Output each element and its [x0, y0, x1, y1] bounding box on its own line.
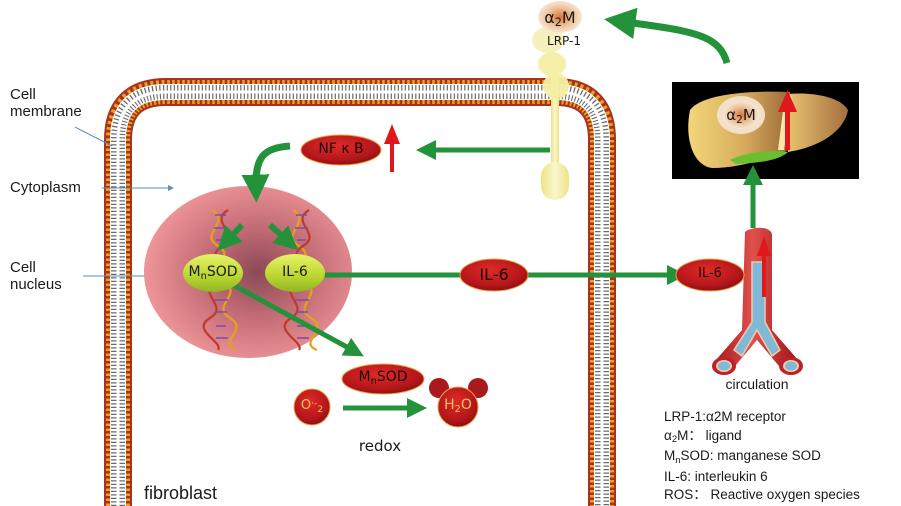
lrp1-label: LRP-1 — [547, 34, 581, 48]
circulation-label: circulation — [725, 376, 789, 392]
lrp1-receptor — [532, 27, 569, 200]
arrow-to-mnsod-gene — [217, 222, 245, 251]
il6-circulation-pill — [675, 258, 745, 292]
membrane-pointer — [74, 126, 113, 147]
cell-membrane-label: Cell membrane — [10, 86, 82, 121]
legend-item-lrp1: LRP-1:α2M receptor — [664, 409, 786, 424]
mnsod-gene-label: MnSOD — [188, 264, 238, 282]
il6-circulation-label: IL-6 — [698, 266, 722, 281]
water-label: H2O — [444, 397, 472, 415]
blood-vessel — [712, 227, 803, 375]
a2m-liver-label: α2M — [726, 106, 756, 127]
cell-membrane-label-line1: Cell — [10, 86, 36, 103]
il6-secreted-pill — [459, 258, 529, 292]
cell-nucleus — [144, 186, 352, 358]
cell-nucleus-label-line2: nucleus — [10, 276, 62, 294]
il6-secreted-label: IL-6 — [479, 265, 509, 284]
il6-gene-pill — [265, 254, 325, 292]
il6-gene-label: IL-6 — [282, 264, 308, 280]
legend-item-ros: ROS： Reactive oxygen species — [664, 487, 860, 502]
nfkb-label: NF κ B — [318, 141, 364, 157]
liver-image — [672, 82, 859, 179]
fibroblast-label: fibroblast — [144, 483, 218, 503]
cytoplasm-label: Cytoplasm — [10, 179, 81, 196]
superoxide-label: O·-2 — [300, 398, 324, 415]
abbreviation-legend: LRP-1:α2M receptor α2M： ligand MnSOD: ma… — [664, 408, 860, 505]
arrow-mnsod-gene-to-enzyme — [224, 278, 364, 357]
cell-nucleus-label-line1: Cell — [10, 259, 36, 276]
arrow-nfkb-to-nucleus — [241, 142, 291, 203]
label-pointers — [74, 126, 174, 279]
nfkb-pill — [300, 134, 382, 166]
a2m-receptor-bound-label: α2M — [544, 8, 576, 30]
superoxide-pill — [293, 388, 331, 426]
cell-membrane — [104, 78, 616, 506]
cell-membrane-label-line2: membrane — [10, 103, 82, 121]
redox-label: redox — [358, 437, 402, 455]
il6-circulation-increase-arrow — [757, 236, 771, 297]
arrow-liver-to-a2m — [604, 7, 731, 65]
cell-nucleus-label: Cell nucleus — [10, 259, 62, 294]
arrow-to-il6-gene — [267, 222, 299, 251]
mnsod-gene-pill — [183, 254, 243, 292]
nfkb-increase-arrow — [384, 124, 400, 172]
a2m-liver-increase-arrow — [778, 90, 797, 150]
a2m-ligand-bubble — [538, 1, 582, 33]
increase-arrows — [384, 90, 797, 297]
mnsod-enzyme-pill — [341, 363, 425, 395]
legend-item-il6: IL-6: interleukin 6 — [664, 468, 768, 484]
legend-item-mnsod: MnSOD: manganese SOD — [664, 448, 821, 466]
legend-item-a2m: α2M： ligand — [664, 427, 742, 446]
water-molecule — [429, 378, 488, 428]
mnsod-enzyme-label: MnSOD — [358, 369, 408, 387]
